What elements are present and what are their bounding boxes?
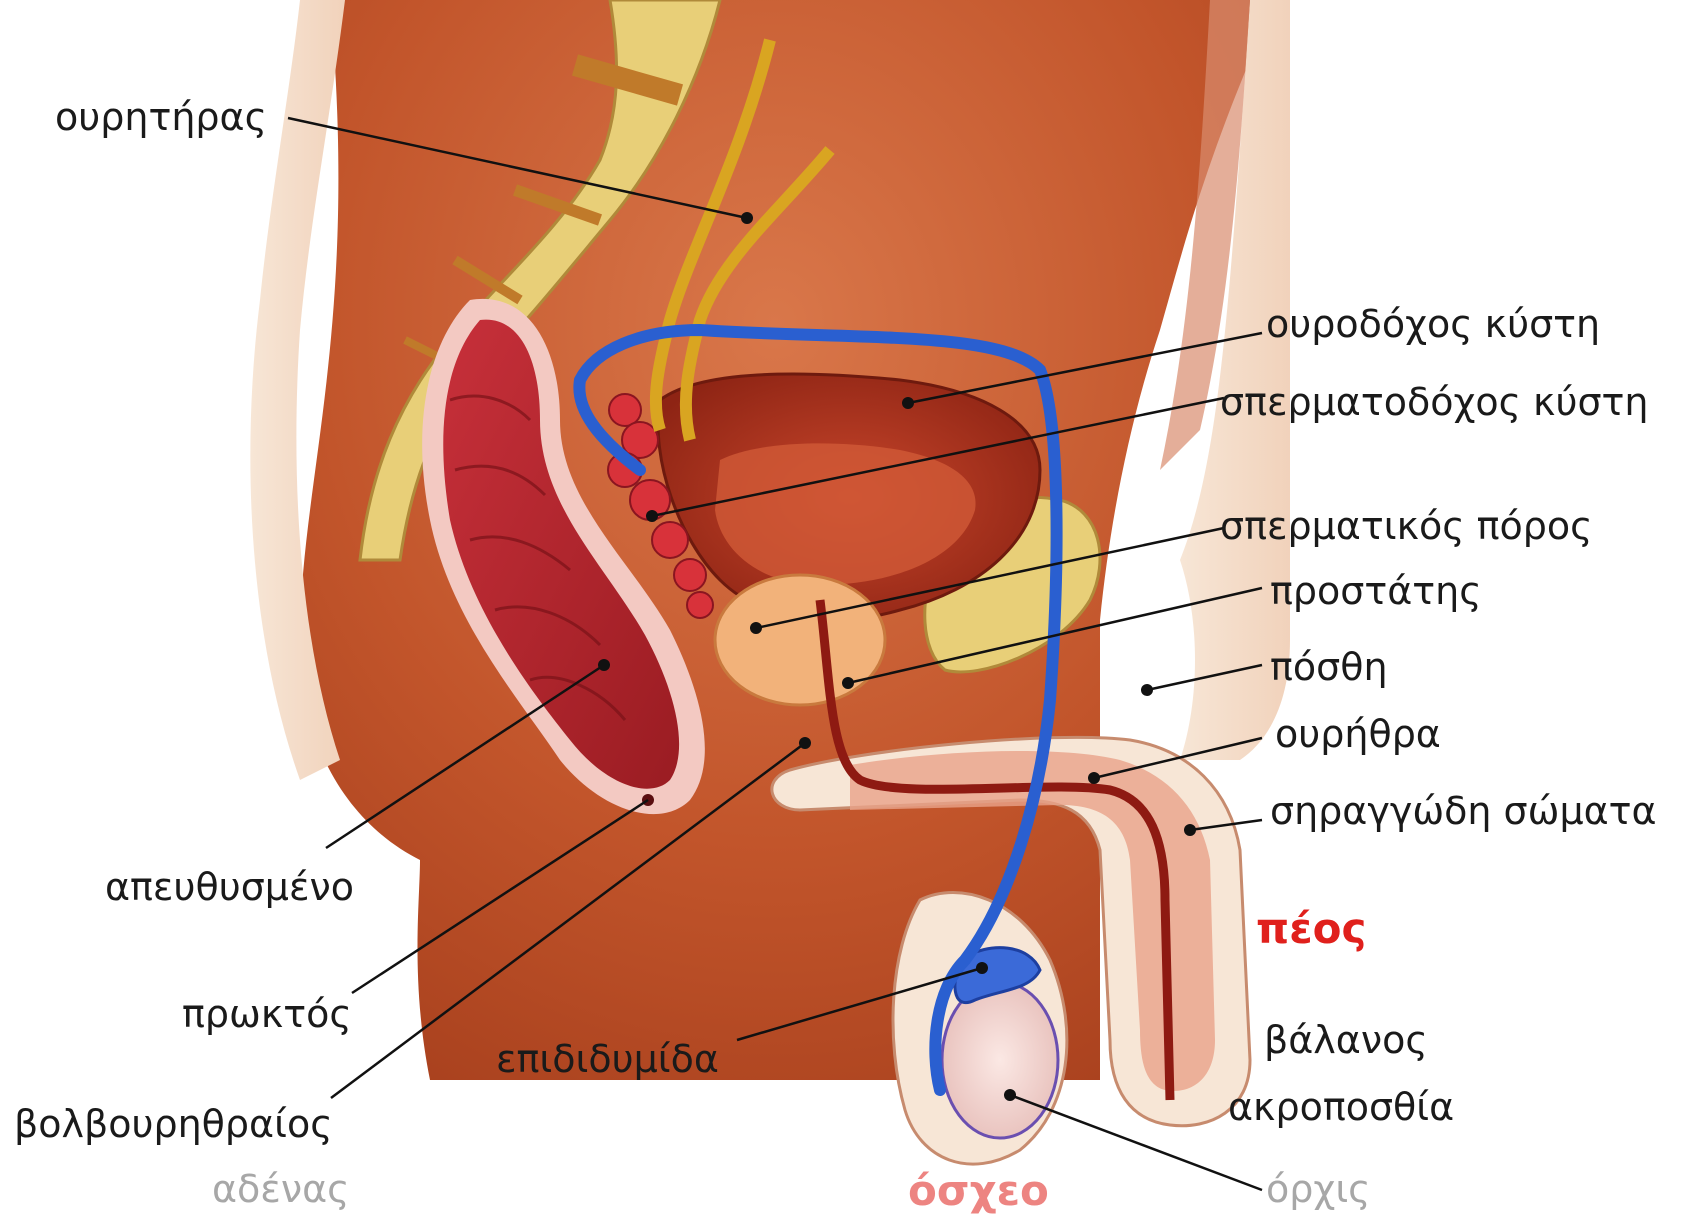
label-urethra: ουρήθρα: [1275, 715, 1441, 753]
label-seminal-vesicle: σπερματοδόχος κύστη: [1220, 383, 1648, 421]
label-testis: όρχις: [1266, 1170, 1370, 1208]
label-gland: αδένας: [212, 1170, 349, 1208]
label-anus: πρωκτός: [182, 995, 352, 1033]
label-vas-deferens: σπερματικός πόρος: [1220, 507, 1592, 545]
prostate: [715, 575, 885, 705]
label-bladder: ουροδόχος κύστη: [1266, 305, 1600, 343]
label-bulbourethral: βολβουρηθραίος: [14, 1105, 333, 1143]
testis: [942, 982, 1058, 1138]
label-glans: βάλανος: [1264, 1021, 1428, 1059]
label-tip: ακροποσθία: [1228, 1088, 1454, 1126]
label-epididymis: επιδιδυμίδα: [496, 1040, 719, 1078]
label-prostate: προστάτης: [1270, 572, 1482, 610]
label-rectum: απευθυσμένο: [105, 868, 354, 906]
label-scrotum: όσχεο: [908, 1170, 1049, 1212]
label-ureter: ουρητήρας: [55, 98, 267, 136]
label-penis: πέος: [1256, 908, 1366, 950]
label-corpora: σηραγγώδη σώματα: [1270, 792, 1657, 830]
label-foreskin: πόσθη: [1270, 648, 1388, 686]
